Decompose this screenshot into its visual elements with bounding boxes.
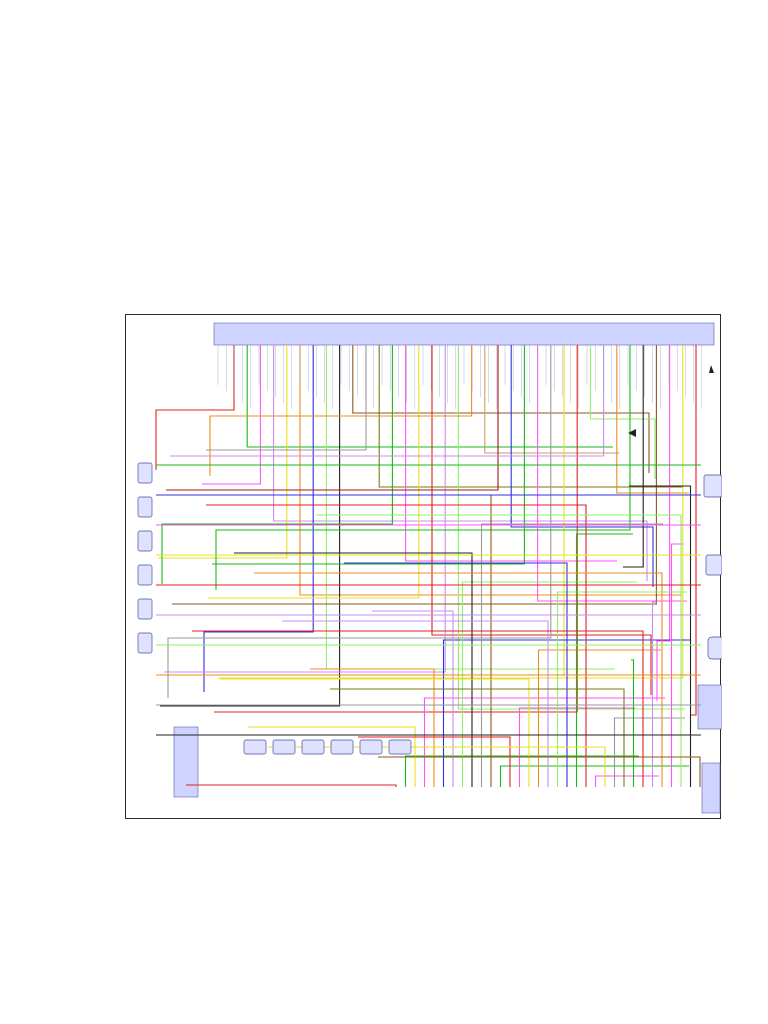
top-wire (170, 345, 605, 457)
bottom-connector (330, 739, 354, 755)
top-wire (158, 345, 288, 559)
bottom-wire (670, 543, 683, 787)
top-wire (214, 345, 578, 713)
bottom-wire (372, 610, 454, 787)
bottom-wire (629, 485, 692, 787)
top-wire (563, 345, 621, 676)
wire-bundle (155, 345, 702, 787)
left-connector (137, 564, 153, 586)
top-wire (537, 345, 687, 602)
bottom-wire (537, 649, 661, 787)
left-sensor-connectors (137, 462, 153, 654)
top-wire (167, 345, 552, 698)
bottom-wire (480, 523, 663, 787)
left-bottom-module (173, 726, 199, 798)
bottom-wire (254, 572, 663, 787)
right-switch-component (703, 474, 722, 498)
bottom-connector (301, 739, 325, 755)
bottom-wire (206, 504, 587, 787)
bottom-wire (186, 784, 397, 787)
bottom-wire (442, 639, 691, 787)
bottom-connector (272, 739, 296, 755)
left-connector (137, 598, 153, 620)
right-solenoid-component (707, 636, 722, 660)
top-wire (378, 345, 683, 488)
bottom-wire (461, 581, 637, 787)
top-wire (656, 345, 671, 701)
bottom-connector (243, 739, 267, 755)
bottom-wire (651, 601, 657, 787)
top-wire (325, 345, 615, 670)
top-wire (273, 345, 648, 581)
bottom-wire (594, 775, 659, 787)
bottom-wire (220, 678, 530, 787)
bottom-wire (499, 765, 689, 787)
bottom-wire (556, 591, 687, 787)
arrow-icon (709, 365, 714, 373)
top-wire (202, 345, 261, 485)
top-wire (209, 345, 473, 476)
top-wire (155, 345, 235, 470)
bottom-wire (344, 562, 568, 787)
top-wire (161, 345, 393, 584)
top-wire (691, 345, 697, 716)
top-wire (352, 345, 650, 473)
top-wire (623, 345, 644, 568)
bottom-wire (404, 755, 639, 787)
bottom-wire (613, 717, 685, 787)
top-wire (457, 345, 685, 710)
right-module-lower (697, 684, 722, 730)
diagram-frame (125, 314, 722, 819)
bottom-connector (359, 739, 383, 755)
top-wire (510, 345, 654, 587)
bottom-wire (316, 514, 682, 787)
bottom-wire (310, 668, 435, 787)
bottom-wire (248, 726, 416, 787)
bottom-wire (575, 533, 633, 787)
wiring-diagram (137, 322, 722, 814)
top-wire (431, 345, 652, 695)
left-connector (137, 530, 153, 552)
top-wire (166, 345, 499, 491)
top-wire (172, 345, 657, 605)
top-wire (484, 345, 619, 454)
left-connector (137, 632, 153, 654)
bottom-wire (378, 756, 701, 787)
top-wire (218, 345, 684, 679)
top-module-connector (213, 322, 715, 346)
bottom-sensor-connectors (243, 739, 412, 755)
top-wire (299, 345, 681, 596)
top-wire (206, 345, 367, 451)
bottom-wire (358, 736, 511, 787)
left-connector (137, 496, 153, 518)
top-wire (589, 345, 656, 479)
arrow-icon (628, 429, 636, 437)
right-module-bottom (701, 762, 721, 814)
top-wire (215, 345, 631, 590)
bottom-connector (388, 739, 412, 755)
bottom-wire (234, 552, 473, 787)
top-wire (246, 345, 613, 448)
bottom-wire (631, 659, 635, 787)
top-wire (212, 345, 525, 565)
top-wire (164, 345, 446, 673)
right-sensor-component (705, 554, 722, 576)
top-wire (616, 345, 689, 494)
bottom-wire (518, 707, 635, 787)
bottom-wire (282, 620, 549, 787)
bottom-wire (330, 688, 625, 787)
top-wire (203, 345, 314, 692)
bottom-wire (423, 697, 665, 787)
top-wire (405, 345, 617, 562)
left-connector (137, 462, 153, 484)
top-wire (208, 345, 420, 599)
